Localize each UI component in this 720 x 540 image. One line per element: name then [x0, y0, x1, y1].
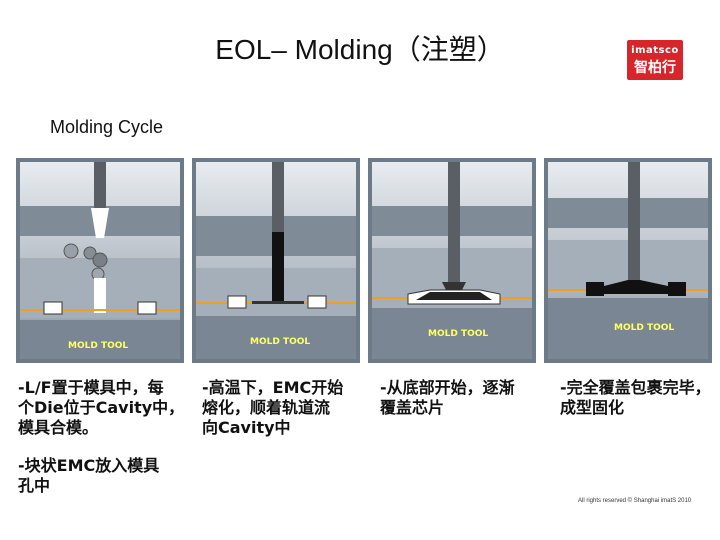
caption-2-line-2: 熔化，顺着轨道流 — [202, 398, 331, 417]
caption-2-line-3: 向Cavity中 — [202, 418, 291, 437]
mold-diagram-4: MOLD TOOL — [544, 158, 712, 363]
logo-text-line2: 智柏行 — [634, 60, 676, 76]
caption-step-1: -L/F置于模具中，每 个Die位于Cavity中， 模具合模。 — [18, 378, 184, 438]
caption-3-line-1: -从底部开始，逐渐 — [380, 378, 515, 397]
mold-panel-3: MOLD TOOL — [368, 158, 536, 363]
caption-1-line-1: -L/F置于模具中，每 — [18, 378, 164, 397]
copyright-notice: All rights reserved © Shanghai imatS 201… — [578, 498, 692, 504]
slide-title: EOL– Molding（注塑） — [215, 34, 505, 65]
caption-2-line-1: -高温下，EMC开始 — [202, 378, 344, 397]
caption-1b-line-2: 孔中 — [18, 476, 51, 495]
mold-diagram-2: MOLD TOOL — [192, 158, 360, 363]
caption-4-line-1: -完全覆盖包裹完毕， — [560, 378, 711, 397]
mold-tool-label-4: MOLD TOOL — [614, 323, 674, 333]
caption-step-3: -从底部开始，逐渐 覆盖芯片 — [380, 378, 515, 418]
mold-tool-label-1: MOLD TOOL — [68, 341, 128, 351]
logo-text-line1: imatsco — [631, 45, 679, 56]
company-logo: imatsco 智柏行 — [627, 40, 683, 80]
caption-1b-line-1: -块状EMC放入模具 — [18, 456, 160, 475]
caption-4-line-2: 成型固化 — [560, 398, 625, 417]
caption-step-4: -完全覆盖包裹完毕， 成型固化 — [560, 378, 711, 418]
caption-step-1b: -块状EMC放入模具 孔中 — [18, 456, 159, 496]
slide-subtitle: Molding Cycle — [50, 117, 164, 137]
mold-diagram-1: MOLD TOOL — [16, 158, 184, 363]
mold-panel-4: MOLD TOOL — [544, 158, 712, 363]
caption-step-2: -高温下，EMC开始 熔化，顺着轨道流 向Cavity中 — [202, 378, 343, 438]
caption-3-line-2: 覆盖芯片 — [380, 398, 445, 417]
mold-tool-label-2: MOLD TOOL — [250, 337, 310, 347]
caption-1-line-3: 模具合模。 — [18, 418, 99, 437]
mold-panel-1: MOLD TOOL — [16, 158, 184, 363]
mold-panel-2: MOLD TOOL — [192, 158, 360, 363]
mold-diagram-3: MOLD TOOL — [368, 158, 536, 363]
caption-1-line-2: 个Die位于Cavity中， — [18, 398, 185, 417]
mold-tool-label-3: MOLD TOOL — [428, 329, 488, 339]
